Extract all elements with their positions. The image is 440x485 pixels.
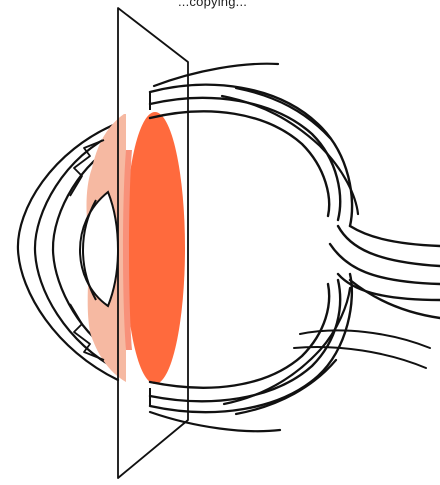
highlighted-section (125, 112, 185, 384)
lens-shape (80, 192, 118, 306)
optic-nerve-top-outer (350, 226, 440, 246)
lower-strand-2 (224, 288, 350, 404)
upper-strand-2 (222, 96, 358, 214)
lens-group (80, 192, 118, 306)
